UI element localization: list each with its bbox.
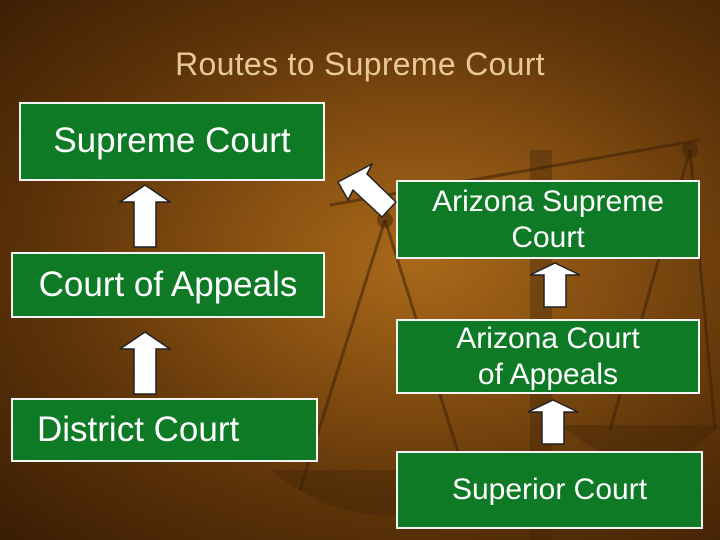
up-arrow-district-to-appeals	[119, 331, 171, 395]
district-court-label: District Court	[37, 409, 240, 449]
up-arrow-appeals-to-supreme	[119, 184, 171, 248]
box-district-court: District Court	[11, 398, 318, 462]
box-arizona-supreme-court: Arizona Supreme Court	[396, 180, 700, 259]
box-federal-court-of-appeals: Court of Appeals	[11, 252, 325, 318]
arizona-appeals-label: Arizona Court of Appeals	[456, 322, 640, 391]
diagonal-arrow-az-supreme-to-supreme	[337, 163, 397, 218]
box-arizona-court-of-appeals: Arizona Court of Appeals	[396, 319, 700, 394]
up-arrow-az-appeals-to-az-supreme	[529, 262, 581, 308]
arizona-supreme-label: Arizona Supreme Court	[432, 185, 664, 254]
federal-appeals-label: Court of Appeals	[38, 264, 298, 304]
federal-supreme-label: Supreme Court	[53, 121, 291, 161]
slide-title: Routes to Supreme Court	[175, 46, 545, 82]
box-federal-supreme-court: Supreme Court	[19, 102, 325, 181]
superior-court-label: Superior Court	[451, 473, 648, 507]
box-superior-court: Superior Court	[396, 451, 703, 529]
up-arrow-superior-to-az-appeals	[527, 399, 579, 445]
